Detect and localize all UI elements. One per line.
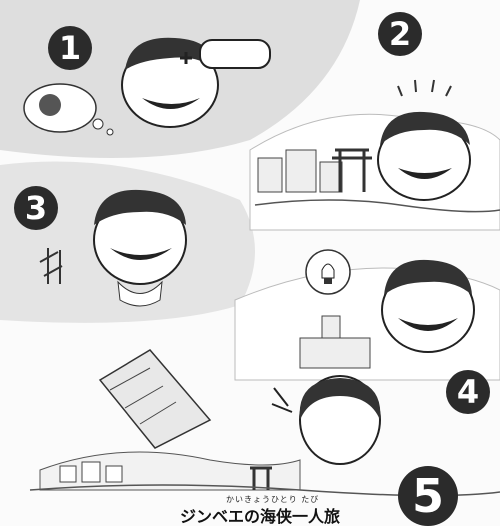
panel-5-scene bbox=[29, 349, 500, 497]
caption-title: ジンベエの海侠一人旅 bbox=[180, 507, 341, 526]
panel-number-3: 3 bbox=[14, 186, 58, 230]
caption: かいきょうひとり たび ジンベエの海侠一人旅 bbox=[180, 494, 420, 526]
panel-1-scene bbox=[23, 37, 271, 136]
panel-2-scene bbox=[249, 79, 500, 231]
caption-ruby: かいきょうひとり たび bbox=[226, 495, 320, 504]
panel-number-5: 5 bbox=[398, 466, 458, 526]
panel-number-2: 2 bbox=[378, 12, 422, 56]
panel-3-scene bbox=[39, 189, 187, 307]
panel-number-4: 4 bbox=[446, 370, 490, 414]
panel-4-scene bbox=[234, 249, 500, 381]
panel-number-1: 1 bbox=[48, 26, 92, 70]
